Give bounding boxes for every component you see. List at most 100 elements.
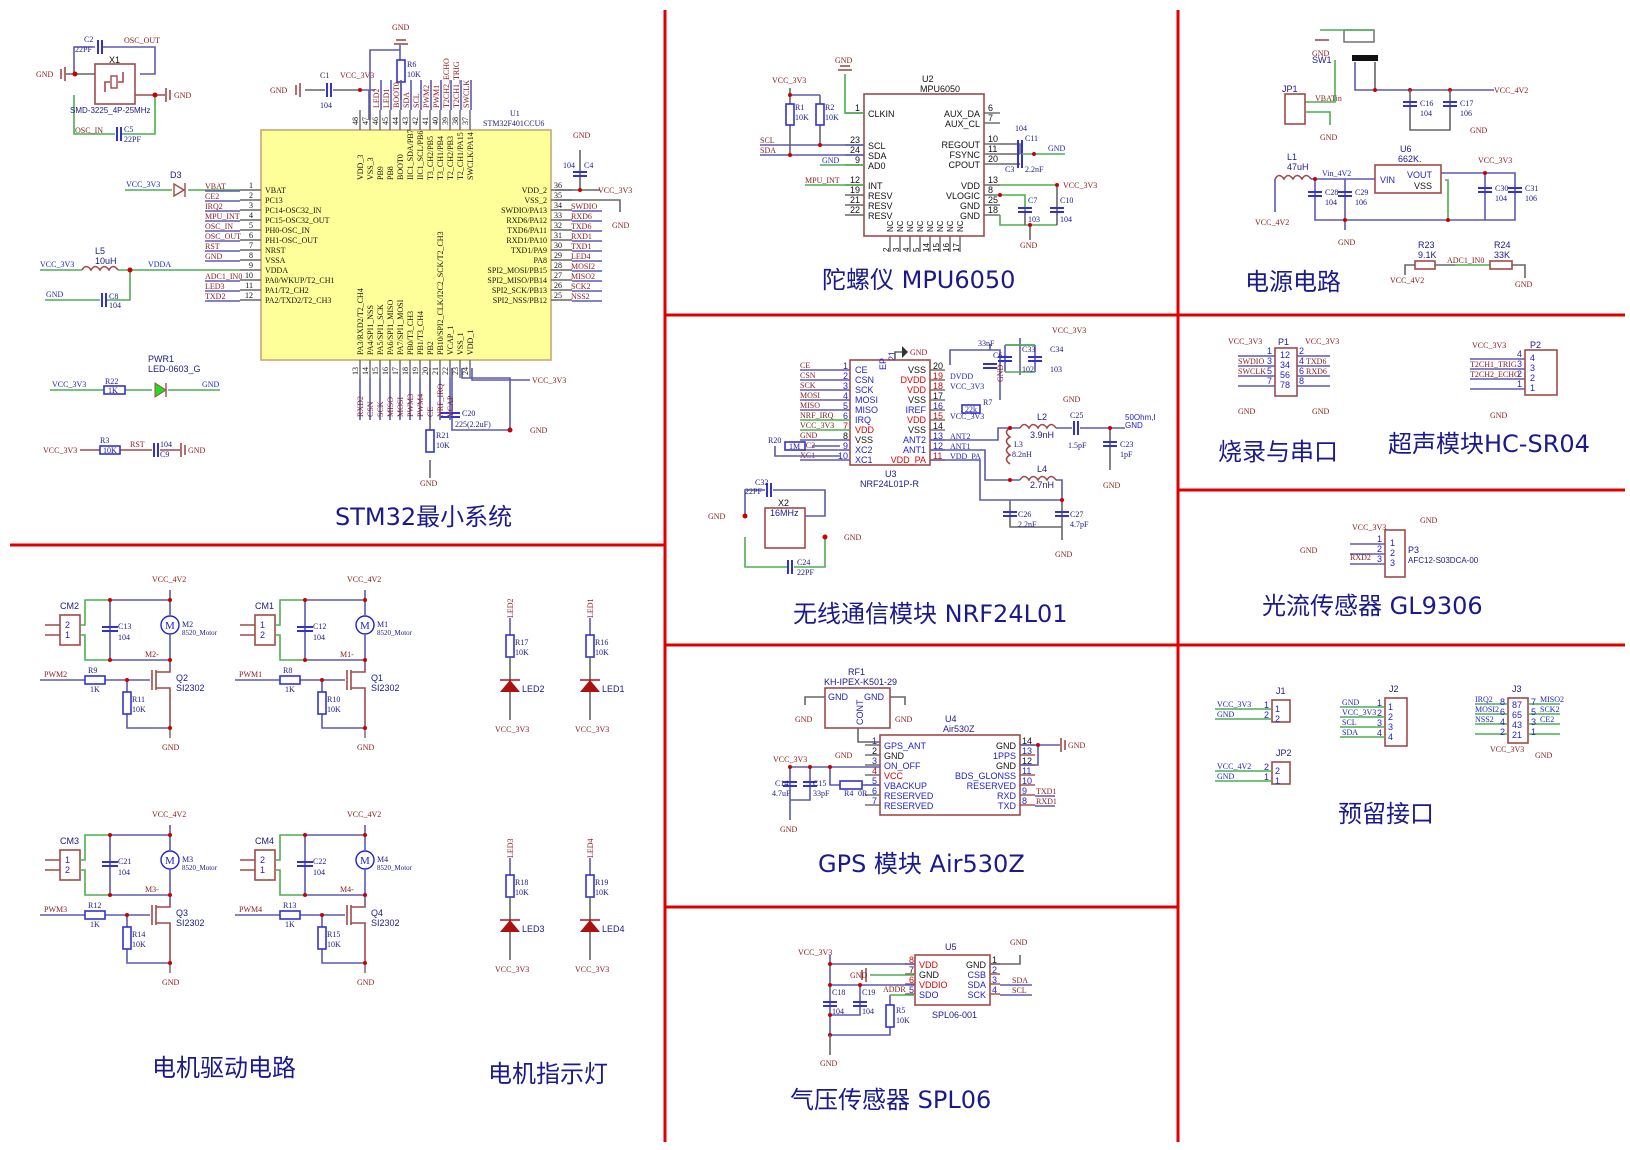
net-gnd: GND (270, 86, 288, 95)
c14-value: 4.7uF (772, 789, 791, 798)
net-osc-out: OSC_OUT (124, 36, 160, 45)
gate-resistor (279, 675, 301, 685)
spl-pin-name: SDO (919, 990, 939, 1000)
p3-inner-number: 1 (1390, 538, 1395, 548)
pulldown-resistor (122, 691, 132, 715)
p3-inner-number: 3 (1390, 558, 1395, 568)
jp2-ref: JP2 (1276, 748, 1292, 758)
led-icon (580, 920, 600, 932)
stm32-pin-name: PA1/T2_CH2 (265, 286, 309, 295)
net-label: OSC_IN (205, 222, 233, 231)
stm32-pin-number: 7 (249, 241, 253, 250)
stm32-pin-number: 39 (441, 117, 450, 125)
p3-part: AFC12-S03DCA-00 (1408, 556, 1479, 565)
stm32-pin-number: 43 (401, 117, 410, 125)
net-mpu-int: MPU_INT (805, 176, 840, 185)
mpu-pin-name: AD0 (868, 161, 886, 171)
net-label: IRQ2 (1475, 695, 1493, 704)
nrf-pin-number: 1 (843, 361, 848, 371)
net-label: PWM1 (432, 85, 441, 108)
mpu-pin-number: 23 (850, 135, 860, 145)
led-resistor-value: 10K (595, 888, 609, 897)
mpu-pin-number: 6 (988, 103, 993, 113)
nrf-pin-name: CE (855, 365, 868, 375)
x1-ref: X1 (109, 55, 120, 65)
pin-number: 6 (1500, 707, 1505, 717)
stm32-pin-name: VSSA (265, 256, 286, 265)
led-resistor-value: 10K (515, 888, 529, 897)
mpu-pin-number: 10 (988, 134, 998, 144)
nrf-parts: EP 21 GND 33nF C6 GND 22k R7 VCC_3V3 C33… (708, 326, 1156, 577)
stm32-pin-name: PC15-OSC32_OUT (265, 216, 330, 225)
c5-value: 22PF (124, 135, 141, 144)
inner-pin-number: 21 (1512, 730, 1522, 740)
mpu-pin-number: 12 (850, 175, 860, 185)
spl-pin-name: GND (966, 960, 987, 970)
net-gnd: GND (1312, 407, 1330, 416)
nrf-pin-name: MOSI (855, 395, 878, 405)
mpu-pin-number: 7 (988, 113, 993, 123)
inner-pin-number: 2 (1275, 714, 1280, 724)
gps-pin-number: 7 (872, 796, 877, 806)
r6-resistor (396, 59, 406, 83)
mpu-pin-nc: NC (916, 220, 925, 232)
c18-value: 104 (832, 1007, 844, 1016)
nrf-pin-number: 16 (933, 401, 943, 411)
spl-parts: VCC_3V3 GND C18 104 C19 104 ADDR R5 10K … (798, 938, 1028, 1068)
jp1-ref: JP1 (1282, 84, 1298, 94)
led-icon (500, 920, 520, 932)
connector-ref: CM4 (255, 836, 274, 846)
stm32-pin-number: 24 (461, 367, 470, 375)
mpu-pin-number: 18 (988, 205, 998, 215)
c19-value: 104 (862, 1007, 874, 1016)
pin-number: 2 (1264, 762, 1269, 772)
stm32-pin-number: 48 (351, 117, 360, 125)
nrf-pin-name: SCK (855, 385, 874, 395)
p1-body (1274, 347, 1298, 397)
c29-ref: C29 (1355, 188, 1368, 197)
net-label: MPU_INT (205, 212, 240, 221)
u2-ref: U2 (922, 74, 934, 84)
gps-pin-number: 3 (872, 756, 877, 766)
stm32-pin-name: IIC1_SCL/PB6 (416, 131, 425, 180)
x1-crystal (94, 63, 136, 105)
gps-pin-number: 2 (872, 746, 877, 756)
nrf-pin-number: 10 (838, 451, 848, 461)
nrf-pin-number: 7 (843, 421, 848, 431)
nrf-pin-name: VSS (908, 395, 926, 405)
net-label: VCC_3V3 (1217, 700, 1251, 709)
led-resistor (585, 634, 595, 658)
net-label: GND (1217, 772, 1235, 781)
c5-ref: C5 (124, 125, 133, 134)
section-title-stm32: STM32最小系统 (335, 503, 512, 531)
r21-resistor (425, 429, 435, 453)
r24-resistor (1489, 260, 1513, 270)
net-gnd: GND (1312, 49, 1330, 58)
net-label: TXD1 (571, 242, 591, 251)
net-gnd: GND (1020, 241, 1038, 250)
pin-number: 3 (1531, 717, 1536, 727)
mosfet-ref: Q1 (371, 673, 383, 683)
net-gnd: GND (780, 825, 798, 834)
mosfet-ref: Q3 (176, 908, 188, 918)
stm32-pin-number: 25 (554, 291, 562, 300)
x2-ref: X2 (778, 498, 789, 508)
gps-pin-number: 10 (1022, 776, 1032, 786)
net-label: PWM4 (416, 394, 425, 417)
net-vcc-3v3: VCC_3V3 (1472, 341, 1506, 350)
c7-ref: C7 (1028, 196, 1037, 205)
gps-pin-number: 6 (872, 786, 877, 796)
net-label: T2CH2_ECHO (1470, 370, 1520, 379)
p1-pin-number: 5 (1267, 366, 1272, 376)
net-gnd: GND (392, 23, 410, 32)
net-gnd: GND (1063, 395, 1081, 404)
nrf-pin-name: XC2 (855, 445, 873, 455)
inner-pin-number: 1 (1388, 702, 1393, 712)
mpu-pin-number: 5 (912, 247, 921, 252)
mpu-pin-number: 22 (850, 205, 860, 215)
rf1-pin-cont: CONT (855, 699, 865, 725)
stm32-pin-number: 37 (461, 117, 470, 125)
